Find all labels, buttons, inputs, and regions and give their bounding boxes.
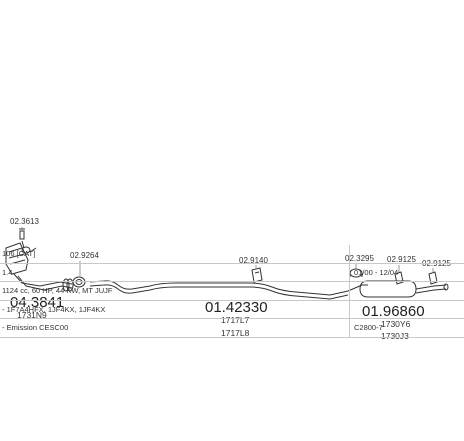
table-row: 1.4 01/00 - 12/04 — [0, 263, 464, 282]
rear-sub-code-1: 1730Y6 — [381, 319, 411, 329]
rear-clamp-label: 02.3295 — [345, 254, 374, 263]
table-cell-left: - Emission CESC00 — [2, 323, 69, 332]
cat-bolt-part — [19, 228, 25, 240]
table-cell-left: 1124 cc, 60 HP, 44 KW, MT JUJF — [2, 286, 113, 295]
table-cell-right: C2800-7 — [354, 323, 383, 332]
table-row: 1124 cc, 60 HP, 44 KW, MT JUJF — [0, 282, 464, 301]
middle-mount-part — [251, 267, 263, 283]
cat-code-label: 02.3613 — [10, 217, 39, 226]
middle-part-number: 01.42330 — [205, 299, 268, 316]
rear-sub-code-2: 1730J3 — [381, 331, 409, 341]
table-cell-left: 106 [CAT] — [2, 249, 36, 258]
mount-mid-label: 02.9140 — [239, 256, 268, 265]
front-flange-part — [62, 278, 74, 292]
table-row: - 1F7A4HFX, 1JF4KX, 1JF4KX — [0, 300, 464, 319]
rear-mount-1-part — [394, 271, 404, 285]
middle-sub-code-2: 1717L8 — [221, 328, 250, 338]
table-cell-left: 1.4 — [2, 267, 13, 277]
clamp-front-label: 02.9264 — [70, 251, 99, 260]
vehicle-info-table: 106 [CAT] 1.4 01/00 - 12/04 1124 cc, 60 … — [0, 245, 464, 338]
middle-sub-code-1: 1717L7 — [221, 315, 250, 325]
rear-mount1-label: 02.9125 — [387, 255, 416, 264]
rear-part-number: 01.96860 — [362, 303, 425, 320]
rear-muffler — [347, 280, 449, 298]
cat-sub-code: 1731N9 — [17, 310, 47, 320]
cat-part-number: 04.3841 — [10, 294, 64, 311]
table-cell-left: - 1F7A4HFX, 1JF4KX, 1JF4KX — [2, 304, 106, 314]
rear-mount2-label: 02.9125 — [422, 259, 451, 268]
rear-mount-2-part — [428, 271, 438, 285]
table-row: 106 [CAT] — [0, 245, 464, 264]
middle-pipe — [89, 280, 349, 300]
table-cell-right: 01/00 - 12/04 — [354, 267, 399, 277]
catalytic-converter — [5, 240, 73, 291]
table-row: - Emission CESC00 C2800-7 — [0, 319, 464, 338]
